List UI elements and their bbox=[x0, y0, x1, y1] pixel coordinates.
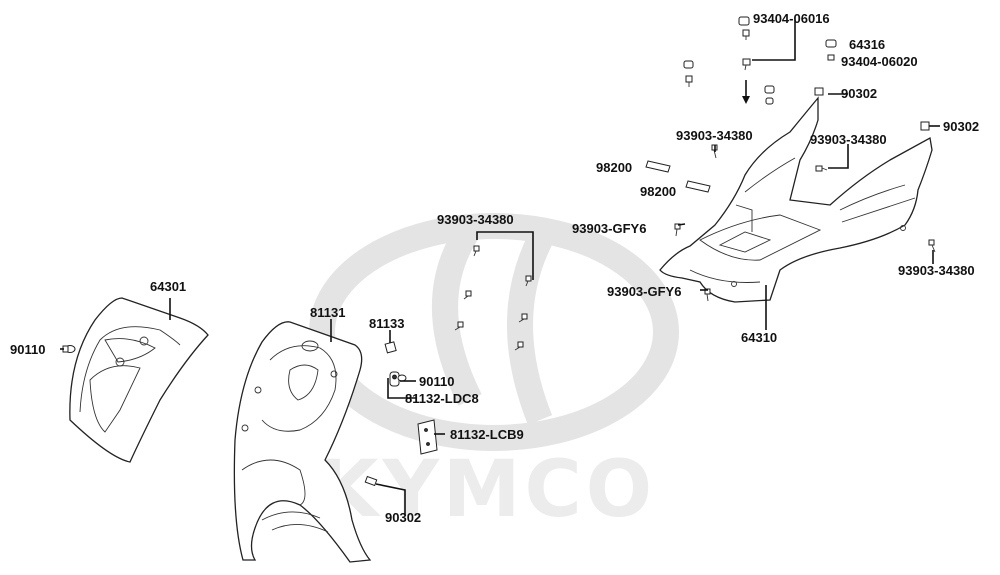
label-64301: 64301 bbox=[150, 279, 186, 294]
screw-93903-34380-c-icon bbox=[928, 239, 936, 253]
label-93903-34380-middle: 93903-34380 bbox=[437, 212, 514, 227]
screw-set-middle bbox=[454, 245, 532, 351]
clip-90302-right-icon bbox=[920, 121, 930, 131]
nut-icon bbox=[764, 85, 775, 105]
rivet-98200-icon bbox=[645, 160, 671, 173]
label-93903-34380-center: 93903-34380 bbox=[810, 132, 887, 147]
label-90302-right: 90302 bbox=[943, 119, 979, 134]
label-93903-gfy6-upper: 93903-GFY6 bbox=[572, 221, 646, 236]
label-93903-34380-left: 93903-34380 bbox=[676, 128, 753, 143]
clip-90302-icon bbox=[814, 87, 824, 96]
part-81132-lcb9-plate[interactable] bbox=[417, 419, 438, 455]
nut-93404-06016-icon bbox=[738, 16, 750, 40]
label-81132-ldc8: 81132-LDC8 bbox=[405, 391, 479, 406]
label-93404-06020: 93404-06020 bbox=[841, 54, 918, 69]
label-90110-left: 90110 bbox=[10, 342, 45, 357]
screw-icon bbox=[473, 245, 480, 257]
screw-icon bbox=[463, 290, 472, 300]
part-81131-inner-panel[interactable] bbox=[233, 321, 372, 563]
nut-icon bbox=[683, 60, 694, 87]
nut-64316-icon bbox=[825, 39, 837, 48]
label-98200-lower: 98200 bbox=[640, 184, 676, 199]
screw-icon bbox=[454, 321, 464, 331]
part-90110-screw-right[interactable] bbox=[389, 371, 407, 387]
watermark-brand-text: KYMCO bbox=[318, 445, 656, 535]
label-93404-06016: 93404-06016 bbox=[753, 11, 830, 26]
part-64310-floor-panel[interactable] bbox=[659, 96, 933, 303]
screw-93903-gfy6-icon bbox=[674, 223, 681, 237]
part-90302-clip-bottom[interactable] bbox=[364, 475, 378, 487]
part-64301-front-cover[interactable] bbox=[69, 297, 209, 463]
bolt-93404-06020-icon bbox=[827, 54, 835, 61]
watermark-logo: KYMCO bbox=[309, 213, 679, 535]
label-93903-gfy6-lower: 93903-GFY6 bbox=[607, 284, 681, 299]
screw-93903-gfy6-b-icon bbox=[704, 288, 711, 302]
label-98200-upper: 98200 bbox=[596, 160, 632, 175]
part-90110-screw-left[interactable] bbox=[62, 345, 76, 353]
screw-icon bbox=[514, 341, 524, 351]
label-64316: 64316 bbox=[849, 37, 885, 52]
label-64310: 64310 bbox=[741, 330, 777, 345]
label-81133: 81133 bbox=[369, 316, 404, 331]
arrowhead-icon bbox=[742, 96, 750, 104]
part-labels: 93404-06016 64316 93404-06020 90302 9030… bbox=[10, 11, 979, 525]
rivet-98200-b-icon bbox=[685, 180, 711, 193]
screw-icon bbox=[518, 313, 528, 323]
label-90302-upper: 90302 bbox=[841, 86, 877, 101]
bolt-93404-06016-icon bbox=[742, 58, 751, 71]
leader-lines bbox=[60, 20, 940, 515]
part-81133-clip[interactable] bbox=[384, 341, 397, 354]
label-93903-34380-right: 93903-34380 bbox=[898, 263, 975, 278]
screw-icon bbox=[525, 275, 532, 287]
screw-93903-34380-b-icon bbox=[815, 165, 828, 172]
label-90110-right: 90110 bbox=[419, 374, 454, 389]
label-90302-lower: 90302 bbox=[385, 510, 421, 525]
label-81132-lcb9: 81132-LCB9 bbox=[450, 427, 524, 442]
label-81131: 81131 bbox=[310, 305, 345, 320]
